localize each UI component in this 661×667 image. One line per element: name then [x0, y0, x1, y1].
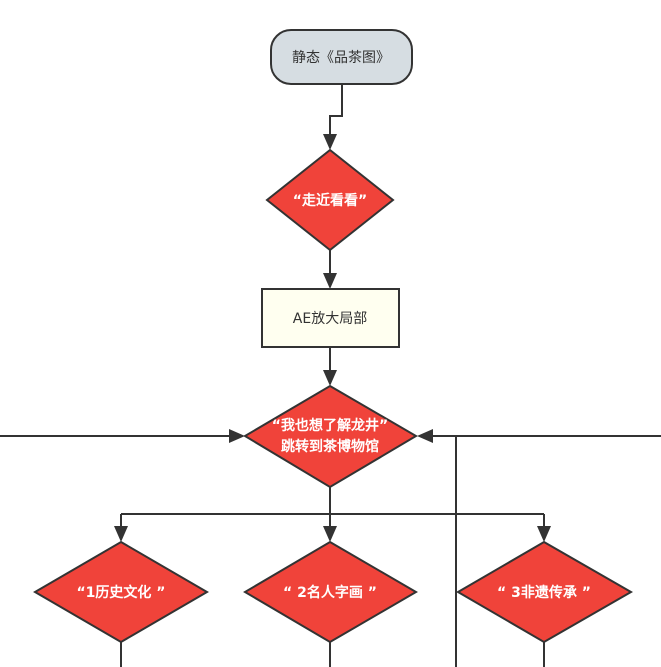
process-zoom-shape — [261, 288, 400, 348]
decision-longjing-label-line1: “我也想了解龙井” — [272, 417, 388, 434]
arrow-head-look-closer — [323, 134, 337, 150]
decision-longjing-label-line2: 跳转到茶博物馆 — [281, 438, 379, 455]
arrow-head-history — [114, 526, 128, 542]
arrow-head-loop-left — [229, 429, 245, 443]
process-zoom[interactable]: AE放大局部 — [261, 288, 400, 348]
option-history-shape — [33, 540, 209, 644]
option-heritage-label: “ 3非遗传承 ” — [497, 584, 591, 601]
decision-look-closer[interactable]: “走近看看” — [265, 148, 395, 252]
edge-start-to-look-closer — [329, 84, 343, 136]
option-painting-label: “ 2名人字画 ” — [283, 584, 377, 601]
option-painting-shape — [243, 540, 418, 644]
option-heritage[interactable]: “ 3非遗传承 ” — [456, 540, 634, 644]
start-node-shape — [270, 29, 413, 85]
arrow-head-longjing — [323, 370, 337, 386]
start-node-label: 静态《品茶图》 — [292, 50, 390, 66]
option-history-label: “1历史文化 ” — [76, 584, 165, 601]
start-node[interactable]: 静态《品茶图》 — [270, 29, 413, 85]
decision-longjing[interactable]: “我也想了解龙井” 跳转到茶博物馆 — [243, 384, 418, 489]
arrow-head-zoom — [323, 273, 337, 289]
decision-look-closer-label: “走近看看” — [293, 192, 367, 209]
decision-longjing-shape — [243, 384, 418, 489]
process-zoom-label: AE放大局部 — [293, 311, 367, 327]
arrow-head-heritage — [537, 526, 551, 542]
option-painting[interactable]: “ 2名人字画 ” — [243, 540, 418, 644]
arrow-head-loop-right — [417, 429, 433, 443]
arrow-head-painting — [323, 526, 337, 542]
option-heritage-shape — [456, 540, 634, 644]
option-history[interactable]: “1历史文化 ” — [33, 540, 209, 644]
decision-look-closer-shape — [265, 148, 395, 252]
